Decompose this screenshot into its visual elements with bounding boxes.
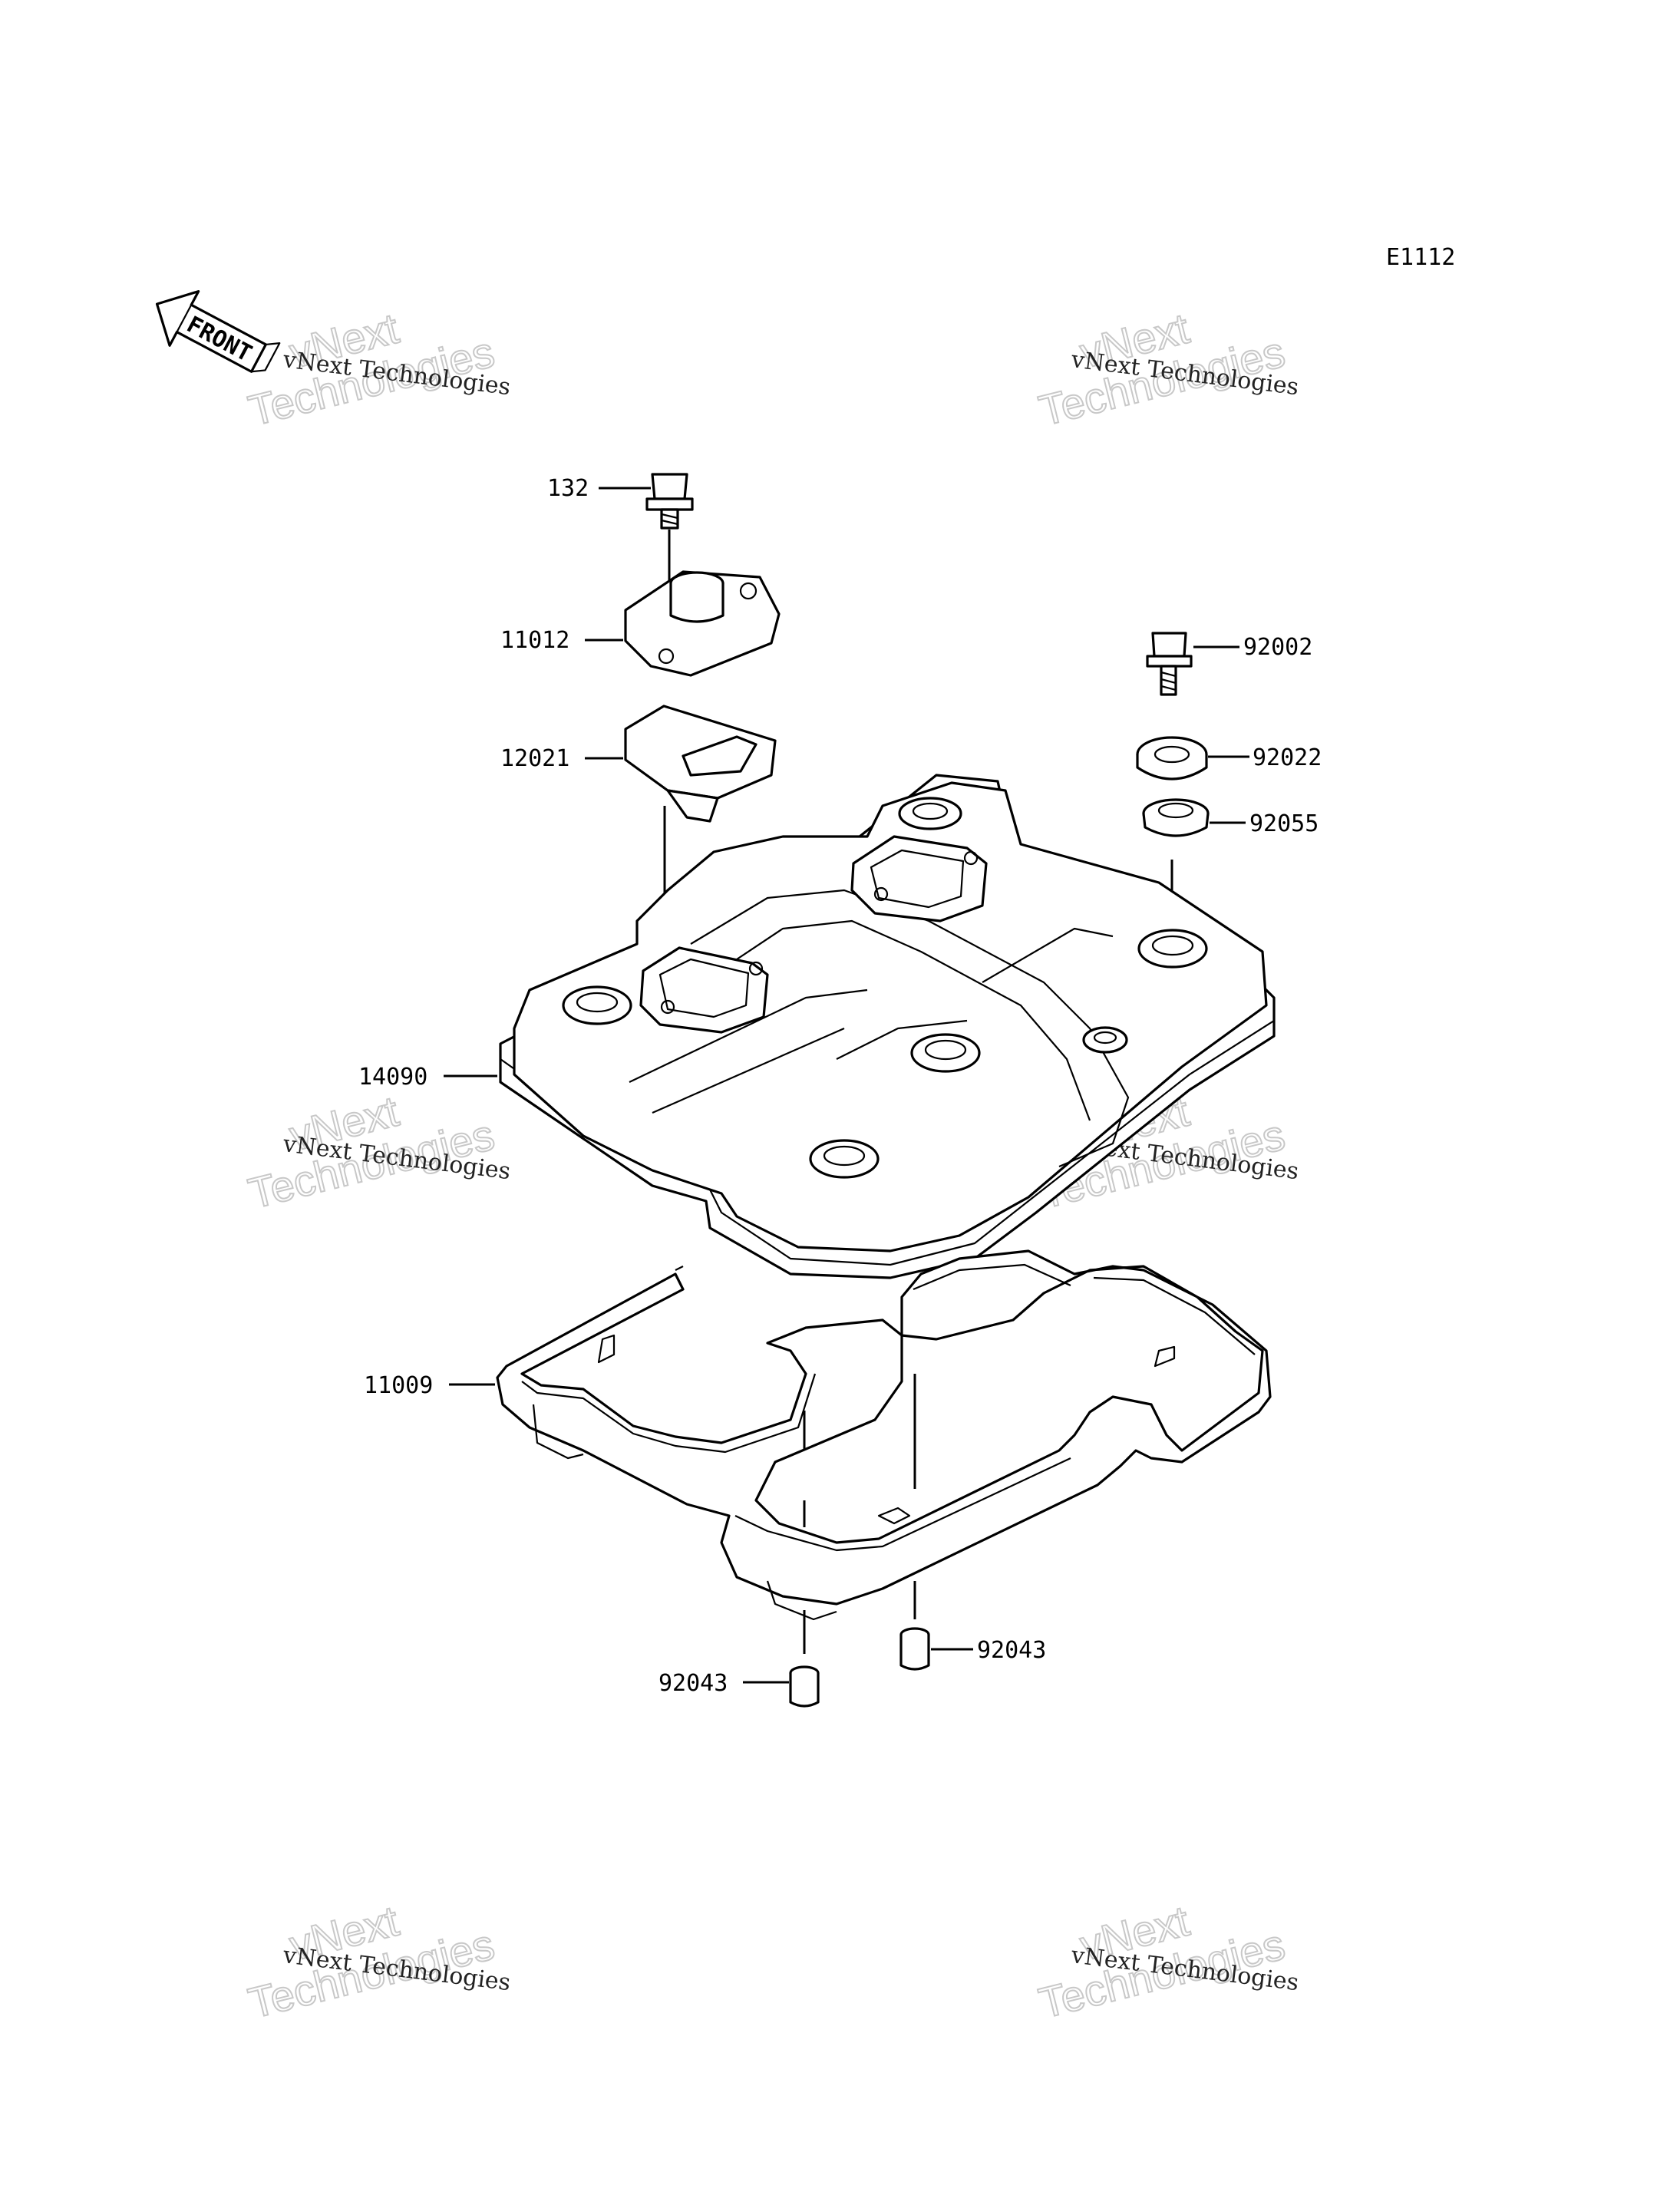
part-label: 12021 [500,745,569,772]
part-11012-cap[interactable]: 11012 [500,570,781,677]
part-label: 132 [547,475,589,502]
watermark-bottom-right: vNext Technologies [1034,1896,1290,2028]
diagram-code: E1112 [1386,244,1455,271]
part-label: 92055 [1249,810,1319,837]
part-label: 92043 [977,1637,1046,1664]
part-label: 11012 [500,627,569,654]
front-arrow-icon: FRONT [155,290,281,373]
part-92055-grommet[interactable]: 92055 [1142,798,1319,837]
part-132-bolt[interactable]: 132 [547,473,694,530]
watermark-top-right: vNext Technologies [1034,303,1290,436]
part-92043-dowel-right[interactable]: 92043 [899,1627,1046,1671]
part-92043-dowel-left[interactable]: 92043 [658,1665,820,1708]
part-92022-washer[interactable]: 92022 [1136,736,1322,781]
part-label: 92043 [658,1670,728,1697]
part-label: 11009 [364,1372,433,1399]
part-label: 92002 [1243,634,1312,661]
part-label: 92022 [1253,744,1322,771]
part-label: 14090 [358,1064,427,1091]
part-92002-bolt[interactable]: 92002 [1146,632,1312,696]
part-14090-cylinder-head-cover[interactable]: 14090 [358,774,1276,1279]
part-12021-cap[interactable]: 12021 [500,705,777,823]
part-11009-gasket[interactable]: 11009 [364,1249,1272,1621]
